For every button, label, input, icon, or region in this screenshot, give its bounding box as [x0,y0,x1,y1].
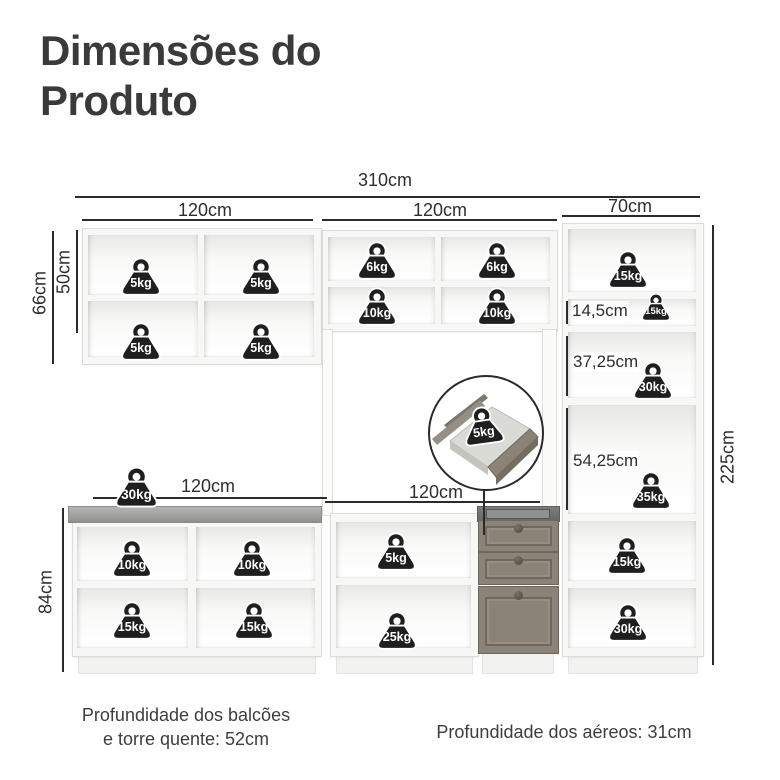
weight-aerial-left-4: 5kg [239,322,283,362]
dim-total-width-line [75,196,700,198]
weight-aerial-middle-1: 6kg [355,241,399,281]
weight-tower-base-lower: 30kg [606,603,650,643]
weight-base-left-1: 10kg [110,539,154,579]
dim-niche1-tick [566,301,568,324]
callout-pointer-line [483,485,485,535]
dim-base-height-label: 84cm [35,569,56,615]
weight-tower-niche-large: 35kg [629,471,673,511]
bridge-leg-left [322,329,333,516]
dim-base-height-line [62,508,64,672]
weight-tower-niche-mid: 30kg [631,361,675,401]
sink-drawer-2 [478,552,559,585]
dim-niche1-label: 14,5cm [571,301,629,321]
dim-total-height-line [712,225,714,665]
page-title: Dimensões do Produto [40,27,322,125]
dim-aerial-cabinet-height-label: 50cm [53,249,74,295]
weight-base-middle-bottom: 25kg [375,611,419,651]
weight-aerial-left-2: 5kg [239,257,283,297]
dim-niche2-tick [566,336,568,396]
dim-base-middle-width-label: 120cm [408,482,464,502]
drawer-detail-callout: 5kg [428,375,544,491]
weight-base-left-2: 10kg [230,539,274,579]
footnote-aerials-depth: Profundidade dos aéreos: 31cm [436,722,692,742]
weight-tower-niche-small: 15kg [640,293,672,322]
dim-middle-width-label: 120cm [412,200,468,220]
countertop-left [68,506,322,523]
footnote-counters-depth-line1: Profundidade dos balcões [81,705,291,725]
weight-base-left-3: 15kg [110,601,154,641]
dim-tower-width-label: 70cm [607,196,653,216]
dim-base-left-width-label: 120cm [180,476,236,496]
dim-left-width-label: 120cm [177,200,233,220]
dim-niche2-label: 37,25cm [572,352,640,372]
weight-tower-base-upper: 15kg [605,536,649,576]
base-left-plinth [78,655,316,674]
base-middle-plinth [336,655,473,674]
dim-total-width-label: 310cm [357,170,413,190]
sink-drawer-3 [478,586,559,654]
dim-niche3-label: 54,25cm [572,451,640,471]
bridge-leg-right [542,329,557,511]
weight-aerial-middle-2: 6kg [475,241,519,281]
dim-aerial-total-height-line [52,231,54,364]
sink-drawer-1 [478,520,559,552]
weight-drawer-detail: 5kg [458,403,507,449]
weight-tower-top: 15kg [606,250,650,290]
footnote-counters-depth: Profundidade dos balcões e torre quente:… [50,703,322,752]
sink-cabinet-plinth [482,652,554,674]
dim-aerial-total-height-label: 66cm [29,270,50,316]
footnote-counters-depth-line2: e torre quente: 52cm [102,729,270,750]
dim-base-left-width-line [93,497,327,499]
dim-total-height-label: 225cm [717,429,738,485]
dim-left-width-line [82,219,313,221]
weight-aerial-middle-3: 10kg [355,287,399,327]
weight-base-middle-top: 5kg [374,532,418,572]
dim-tower-width-line [562,215,700,217]
weight-aerial-left-1: 5kg [119,257,163,297]
dim-niche3-tick [566,408,568,510]
weight-countertop: 30kg [113,466,160,509]
weight-aerial-middle-4: 10kg [475,287,519,327]
weight-aerial-left-3: 5kg [119,322,163,362]
tower-plinth [568,655,698,674]
dim-base-middle-width-line [325,501,540,503]
dim-middle-width-line [322,219,557,221]
dim-aerial-cabinet-height-line [76,230,78,333]
weight-base-left-4: 15kg [232,601,276,641]
sink-basin [486,509,550,519]
